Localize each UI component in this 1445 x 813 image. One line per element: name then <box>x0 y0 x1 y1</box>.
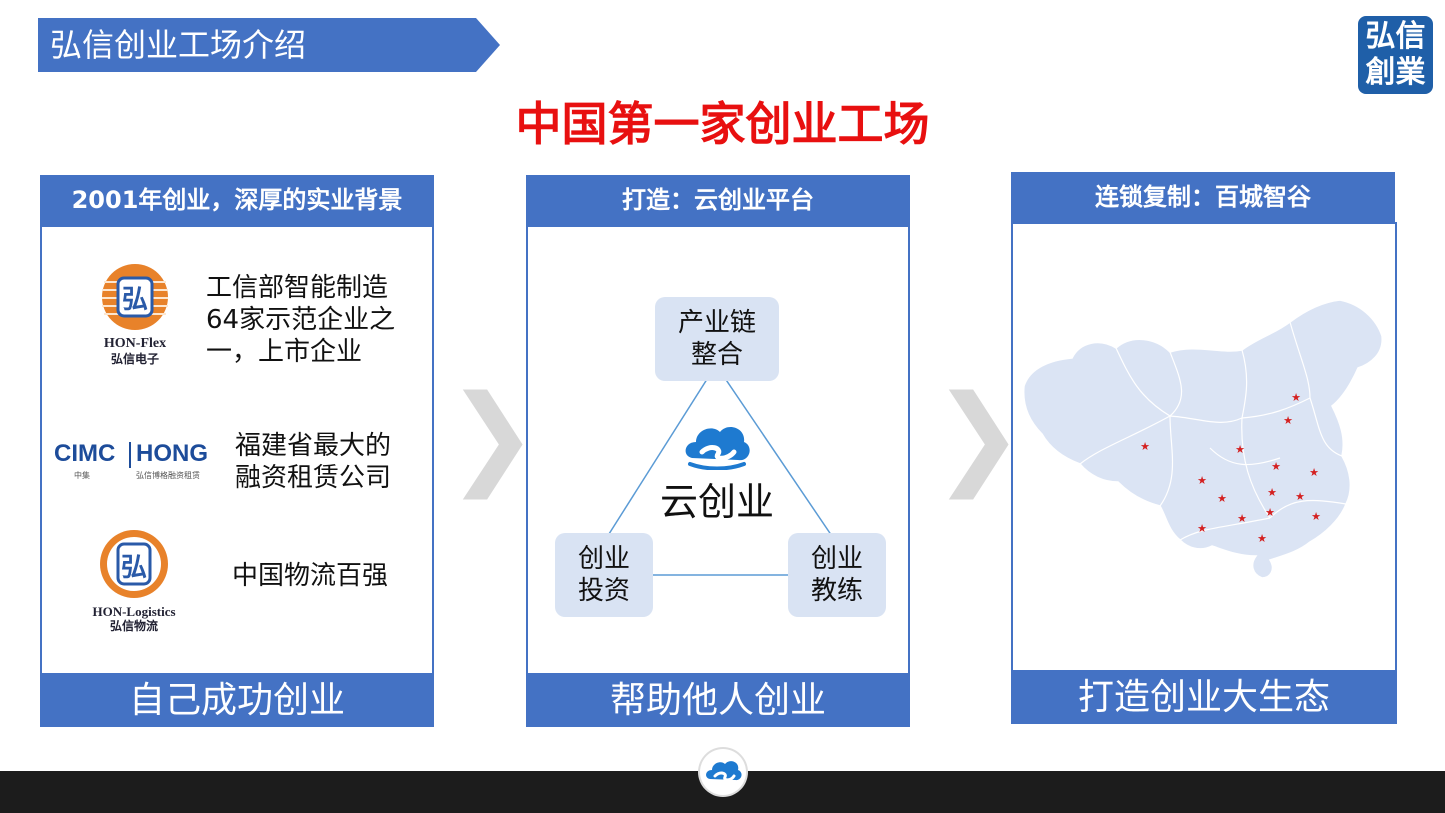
hon-logistics-logo: 弘 HON-Logistics 弘信物流 <box>84 528 184 636</box>
node-venture-investment: 创业 投资 <box>555 533 653 617</box>
cloud-logo-icon <box>685 427 750 470</box>
page-title: 中国第一家创业工场 <box>515 97 930 151</box>
star-marker-icon: ★ <box>1257 532 1267 545</box>
cimc-logo-sub: 中集 <box>74 471 90 480</box>
logo-divider <box>129 442 131 468</box>
cloud-logo-icon <box>706 761 742 782</box>
star-marker-icon: ★ <box>1267 486 1277 499</box>
footer-logo-badge <box>700 749 746 795</box>
star-marker-icon: ★ <box>1295 490 1305 503</box>
china-map-icon: ★ ★ ★ ★ ★ ★ ★ ★ ★ ★ ★ ★ ★ ★ ★ <box>1022 299 1383 579</box>
star-marker-icon: ★ <box>1197 522 1207 535</box>
star-marker-icon: ★ <box>1291 391 1301 404</box>
hon-logistics-logo-name: HON-Logistics <box>92 604 176 619</box>
star-marker-icon: ★ <box>1217 492 1227 505</box>
hon-flex-logo-cn: 弘信电子 <box>110 352 159 366</box>
hon-flex-logo: 弘 HON-Flex 弘信电子 <box>92 262 178 372</box>
star-marker-icon: ★ <box>1235 443 1245 456</box>
star-marker-icon: ★ <box>1311 510 1321 523</box>
hon-flex-logo-name: HON-Flex <box>103 336 167 351</box>
brand-logo-line2: 創業 <box>1365 55 1426 90</box>
star-marker-icon: ★ <box>1265 506 1275 519</box>
hong-logo-sub: 弘信博格融资租赁 <box>136 471 200 480</box>
panel-1-footer: 自己成功创业 <box>40 675 434 727</box>
star-marker-icon: ★ <box>1237 512 1247 525</box>
star-marker-icon: ★ <box>1140 440 1150 453</box>
panel-1-header: 2001年创业，深厚的实业背景 <box>40 175 434 225</box>
star-marker-icon: ★ <box>1283 414 1293 427</box>
cimc-hong-logo: CIMC HONG 中集 弘信博格融资租赁 <box>54 440 216 484</box>
node-industry-chain: 产业链 整合 <box>655 297 779 381</box>
panel-3-footer: 打造创业大生态 <box>1011 672 1397 724</box>
panel-1-item-3-text: 中国物流百强 <box>232 561 389 591</box>
cloud-venture-label: 云创业 <box>659 480 774 524</box>
star-marker-icon: ★ <box>1309 466 1319 479</box>
brand-logo-line1: 弘信 <box>1365 19 1426 54</box>
star-marker-icon: ★ <box>1197 474 1207 487</box>
cimc-logo-text: CIMC <box>54 440 116 467</box>
node-venture-coach: 创业 教练 <box>788 533 886 617</box>
hon-flex-emblem-icon: 弘 <box>102 264 168 330</box>
chevron-right-icon: ❯ <box>932 371 1025 499</box>
panel-1-item-1-text: 工信部智能制造 64家示范企业之 一，上市企业 <box>206 273 396 367</box>
svg-text:弘: 弘 <box>121 553 147 583</box>
panel-3-header: 连锁复制：百城智谷 <box>1011 172 1395 222</box>
banner-title: 弘信创业工场介绍 <box>50 26 307 64</box>
chevron-right-icon: ❯ <box>446 371 539 499</box>
hong-logo-text: HONG <box>136 440 208 467</box>
star-marker-icon: ★ <box>1271 460 1281 473</box>
brand-logo: 弘信 創業 <box>1358 16 1433 94</box>
panel-2-header: 打造：云创业平台 <box>526 175 910 225</box>
header-banner <box>38 18 500 72</box>
hon-logistics-logo-cn: 弘信物流 <box>109 619 158 633</box>
panel-2-footer: 帮助他人创业 <box>526 675 910 727</box>
panel-1-item-2-text: 福建省最大的 融资租赁公司 <box>235 431 392 493</box>
svg-text:弘: 弘 <box>122 285 148 315</box>
hon-logistics-emblem-icon: 弘 <box>100 530 168 598</box>
